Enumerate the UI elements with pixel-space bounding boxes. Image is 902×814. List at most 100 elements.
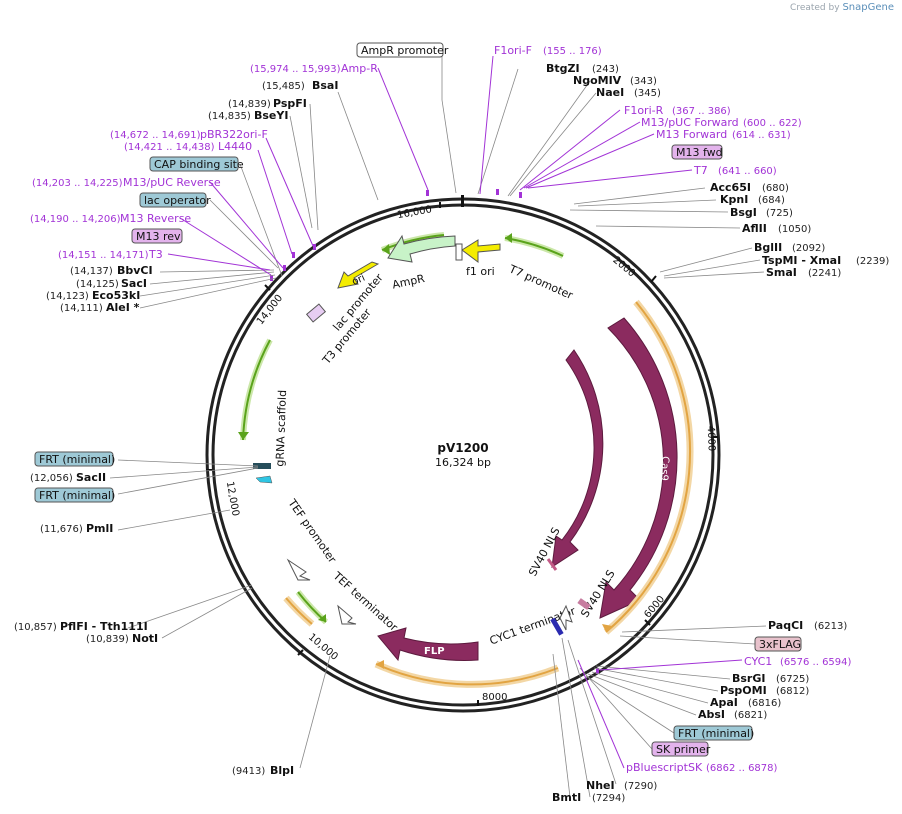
cas9-outer-label: Cas9 — [658, 456, 670, 481]
site-pos: (2241) — [808, 268, 841, 279]
site-pos: (10,857) — [14, 622, 57, 633]
primer-pos: (14,151 .. 14,171) — [58, 250, 149, 261]
primer-name: F1ori-F — [494, 44, 532, 57]
primer-pos: (14,421 .. 14,438) — [124, 142, 215, 153]
cyc1-terminator-arrow — [559, 604, 573, 631]
site-pos: (6213) — [814, 621, 847, 632]
f1-ori-arrow — [461, 239, 501, 263]
site-pos: (684) — [758, 195, 785, 206]
box-label: M13 rev — [136, 230, 181, 243]
site-pos: (1050) — [778, 224, 811, 235]
site-pos: (6725) — [776, 674, 809, 685]
primer-pos: (641 .. 660) — [718, 166, 777, 177]
leader-lines — [109, 56, 767, 798]
site-pos: (6816) — [748, 698, 781, 709]
site-name: BsgI — [730, 206, 757, 219]
primer-pos: (6576 .. 6594) — [780, 657, 852, 668]
right-box-labels: M13 fwd 3xFLAG FRT (minimal) SK primer — [651, 144, 802, 757]
green-arrowhead — [238, 432, 249, 440]
primer-name: T3 — [148, 248, 163, 261]
green-arrowhead — [382, 244, 390, 255]
tick-label: 10,000 — [306, 632, 340, 663]
site-name: PspOMI — [720, 684, 767, 697]
flp-arrow — [377, 627, 479, 662]
primer-name: CYC1 — [744, 655, 772, 668]
primer-name: F1ori-R — [624, 104, 664, 117]
site-pos: (9413) — [232, 766, 265, 777]
site-name: BtgZI — [546, 62, 580, 75]
box — [356, 42, 444, 58]
tef-promoter-label: TEF promoter — [285, 496, 339, 566]
orange-arc-bottom-core — [375, 663, 559, 686]
cas9-inner-label: Cas9 — [602, 456, 614, 481]
site-name: NheI — [586, 779, 615, 792]
tick-label: 12,000 — [224, 481, 241, 517]
t7-promoter-arc — [504, 235, 565, 259]
orange-arc-right-core — [605, 301, 692, 633]
site-pos: (11,676) — [40, 524, 83, 535]
backbone-inner — [211, 203, 715, 707]
site-name: PspFI — [273, 97, 307, 110]
ori-arrow — [337, 261, 380, 289]
box-label: FRT (minimal) — [39, 489, 115, 502]
primer-pos: (155 .. 176) — [543, 46, 602, 57]
box-label: SK primer — [656, 743, 711, 756]
box — [651, 741, 709, 757]
primer-name: Amp-R — [341, 62, 378, 75]
box-label: AmpR promoter — [361, 44, 449, 57]
site-pos: (345) — [634, 88, 661, 99]
t7-promoter-label: T7 promoter — [506, 262, 575, 302]
sv40-nls-outer-mark — [577, 598, 591, 610]
box-label: 3xFLAG — [759, 638, 801, 651]
orange-arc-left-core — [285, 597, 313, 625]
primer-pos: (14,203 .. 14,225) — [32, 178, 123, 189]
left-site-labels: (15,485) BsaI (14,839) PspFI (14,835) Bs… — [14, 79, 338, 777]
site-pos: (6812) — [776, 686, 809, 697]
site-pos: (14,839) — [228, 99, 271, 110]
box-label: FRT (minimal) — [678, 727, 754, 740]
site-name: BsrGI — [732, 672, 765, 685]
site-pos: (680) — [762, 183, 789, 194]
gRNA-scaffold-label: gRNA scaffold — [273, 390, 289, 467]
primer-leader-lines — [167, 55, 743, 769]
ori-label: ori — [350, 273, 366, 288]
site-name: AflII — [742, 222, 767, 235]
gRNA-promoter-arc-core — [242, 339, 271, 441]
f1-ori-label: f1 ori — [466, 265, 495, 278]
site-name: NgoMIV — [573, 74, 622, 87]
primer-pos: (14,672 .. 14,691) — [110, 130, 201, 141]
primer-name: pBluescriptSK — [626, 761, 703, 774]
gRNA-cyan-arrow — [255, 475, 273, 484]
site-pos: (2239) — [856, 256, 889, 267]
site-pos: (12,056) — [30, 473, 73, 484]
site-pos: (14,123) — [46, 291, 89, 302]
gRNA-mark — [253, 463, 271, 469]
primer-name: M13 Reverse — [120, 212, 191, 225]
box-label: lac operator — [144, 194, 211, 207]
site-pos: (14,835) — [208, 111, 251, 122]
site-name: NotI — [132, 632, 158, 645]
orange-arrowhead — [602, 624, 612, 632]
box — [139, 192, 207, 208]
right-site-labels: BtgZI (243) NgoMIV (343) NaeI (345) Acc6… — [546, 62, 889, 804]
primer-pos: (367 .. 386) — [672, 106, 731, 117]
plasmid-name: pV1200 — [437, 441, 488, 455]
site-name: KpnI — [720, 193, 748, 206]
tick-label: 8000 — [482, 692, 507, 703]
lac-promoter-mark — [305, 303, 327, 323]
tef-terminator-arrow — [337, 604, 357, 625]
site-name: BsaI — [312, 79, 338, 92]
site-name: PflFI - Tth111I — [60, 620, 148, 633]
sv40-nls-inner-mark — [546, 558, 558, 571]
brand-prefix: Created by — [790, 3, 840, 13]
box — [671, 144, 723, 160]
primer-pos: (14,190 .. 14,206) — [30, 214, 121, 225]
site-pos: (10,839) — [86, 634, 129, 645]
site-name: AleI * — [106, 301, 140, 314]
site-pos: (243) — [592, 64, 619, 75]
site-pos: (343) — [630, 76, 657, 87]
site-name: NaeI — [596, 86, 624, 99]
site-pos: (15,485) — [262, 81, 305, 92]
site-name: BglII — [754, 241, 782, 254]
